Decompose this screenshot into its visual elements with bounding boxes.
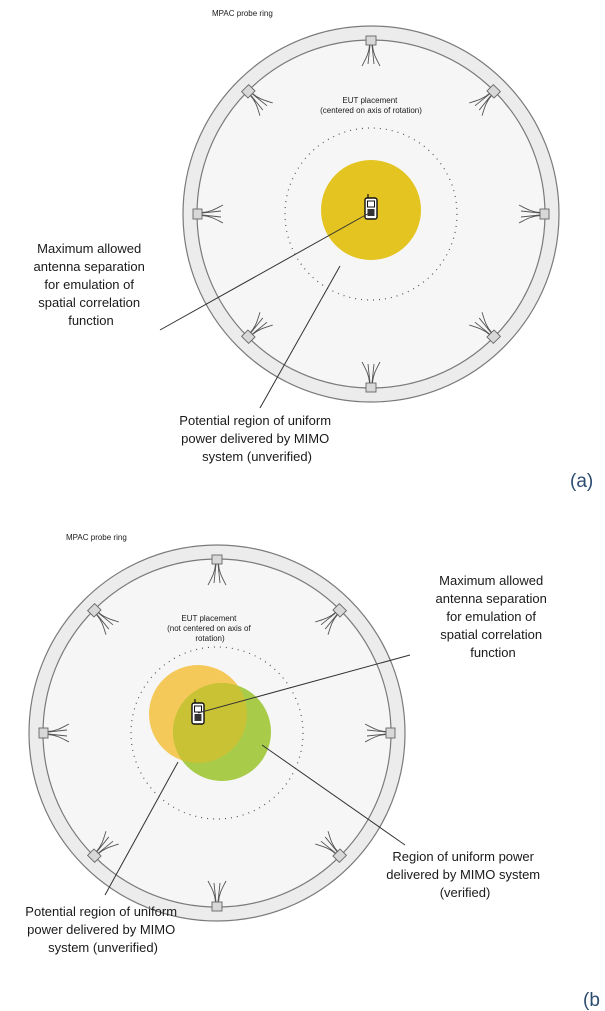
verified-leader-b (261, 744, 406, 846)
probe-antenna (518, 204, 550, 224)
probe-antenna (361, 35, 381, 67)
panel-tag-b: (b (583, 990, 600, 1011)
probe-antenna (469, 312, 502, 345)
eut-label-b: EUT placement (not centered on axis of r… (167, 614, 253, 643)
probe-antenna (240, 83, 273, 116)
verified-label-b: Region of uniform power delivered by MIM… (386, 849, 544, 900)
probe-antenna (86, 602, 119, 635)
probe-antennas-a (192, 35, 550, 393)
phone-icon (191, 699, 205, 725)
probe-antenna (207, 880, 227, 912)
probe-antenna (192, 204, 224, 224)
ring-label-b: MPAC probe ring (66, 533, 127, 542)
panel-a: MPAC probe ring EUT placement (centered … (34, 9, 594, 492)
unverified-label-a: Potential region of uniform power delive… (179, 413, 334, 464)
ring-label-a: MPAC probe ring (212, 9, 273, 18)
panel-tag-a: (a) (570, 471, 593, 492)
panel-b: MPAC probe ring EUT placement (not cente… (25, 533, 600, 1011)
probe-antenna (240, 312, 273, 345)
unverified-label-b: Potential region of uniform power delive… (25, 904, 180, 955)
probe-antenna (86, 831, 119, 864)
probe-antenna (364, 723, 396, 743)
probe-antenna (315, 602, 348, 635)
unverified-leader-b (104, 761, 179, 896)
probe-antennas-b (38, 554, 396, 912)
probe-antenna (207, 554, 227, 586)
phone-icon (364, 194, 378, 220)
separation-leader-a (159, 211, 372, 331)
probe-antenna (315, 831, 348, 864)
eut-label-a: EUT placement (centered on axis of rotat… (320, 96, 422, 115)
test-zone-dotted-circle-a (284, 127, 458, 301)
test-zone-dotted-circle-b (130, 646, 304, 820)
probe-antenna (469, 83, 502, 116)
separation-leader-b (197, 654, 411, 714)
separation-label-a: Maximum allowed antenna separation for e… (34, 241, 149, 328)
probe-antenna (38, 723, 70, 743)
probe-antenna (361, 361, 381, 393)
separation-label-b: Maximum allowed antenna separation for e… (436, 573, 551, 660)
unverified-leader-a (259, 265, 341, 409)
